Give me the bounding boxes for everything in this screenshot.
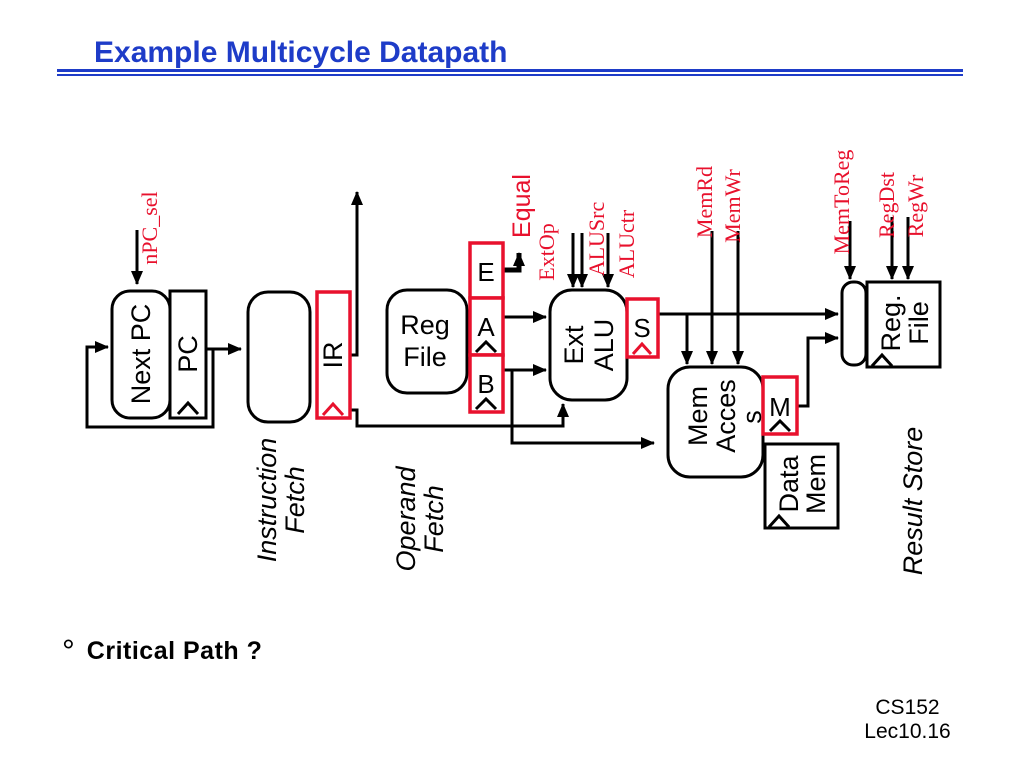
- result-store-label: Result Store: [898, 427, 928, 576]
- pc-feedback-loop: [85, 341, 215, 429]
- ext-alu-label-line1: Ext: [559, 325, 589, 365]
- data-mem-label-line1: Data: [774, 455, 804, 513]
- memtoreg-label: MemToReg: [829, 150, 854, 255]
- bullet-text: Critical Path ?: [86, 637, 263, 665]
- control-signal-labels: nPC_sel Equal ExtOp ALUSrc ALUctr MemRd …: [137, 150, 928, 281]
- instruction-fetch-label-line2: Fetch: [280, 466, 310, 534]
- instruction-memory-block: [246, 290, 312, 424]
- pc-label: PC: [173, 335, 203, 373]
- mem-access-label-line1: Mem: [683, 386, 713, 446]
- mem-access-label-line2: Acces: [711, 379, 741, 453]
- stage-labels: Instruction Fetch Operand Fetch Result S…: [252, 427, 928, 576]
- bullet-line: ° Critical Path ?: [62, 634, 262, 668]
- e-register-label: E: [477, 257, 494, 287]
- reg-file-label-line1: Reg: [400, 310, 450, 340]
- title-underline-bottom: [57, 74, 963, 76]
- footer-lecture: Lec10.16: [864, 720, 951, 743]
- pc-clock-caret: [176, 400, 200, 416]
- equal-out-arrow: [503, 252, 525, 273]
- m-to-mux-wire: [797, 332, 839, 408]
- pc-register: [168, 289, 208, 420]
- ir-register: [315, 290, 352, 420]
- data-mem-clock-caret: [767, 513, 791, 529]
- m-clock-caret: [768, 418, 792, 433]
- b-to-mem-arrow: [510, 370, 655, 449]
- footer-course: CS152: [875, 696, 940, 719]
- slide-title: Example Multicycle Datapath: [94, 36, 508, 69]
- a-clock-caret: [474, 339, 498, 354]
- npc-sel-label: nPC_sel: [137, 191, 162, 264]
- ir-up-arrow: [350, 191, 363, 357]
- reg-file-label-line2: File: [403, 342, 447, 372]
- extop-label: ExtOp: [534, 223, 559, 280]
- a-register-label: A: [477, 312, 495, 342]
- aluctr-label: ALUctr: [614, 209, 639, 278]
- operand-fetch-label-line2: Fetch: [419, 485, 449, 553]
- memrd-label: MemRd: [692, 166, 717, 238]
- ir-label: IR: [318, 342, 348, 369]
- reg-file-wb-label-line2: File: [904, 301, 934, 345]
- next-pc-label: Next PC: [126, 304, 156, 405]
- bullet-marker: °: [62, 633, 75, 669]
- a-register: [468, 296, 505, 357]
- s-register: [625, 297, 660, 359]
- data-mem-block: [763, 442, 840, 530]
- regdst-label: RegDst: [874, 172, 899, 238]
- memwr-label: MemWr: [720, 169, 745, 243]
- data-mem-label-line2: Mem: [801, 454, 831, 514]
- slide-footer: CS152 Lec10.16: [845, 696, 970, 744]
- operand-fetch-label-line1: Operand: [391, 465, 421, 571]
- title-underline-top: [57, 69, 963, 72]
- mem-access-label-line3: s: [737, 410, 767, 424]
- wires: [85, 191, 914, 449]
- reg-file-block: [385, 288, 469, 395]
- b-register-label: B: [477, 369, 494, 399]
- equal-label: Equal: [508, 174, 536, 238]
- reg-file-wb-clock-caret: [870, 352, 894, 368]
- instruction-fetch-label-line1: Instruction: [252, 438, 282, 563]
- ext-alu-label-line2: ALU: [589, 319, 619, 372]
- s-register-label: S: [633, 313, 650, 343]
- s-clock-caret: [631, 341, 653, 356]
- m-register: [761, 375, 799, 436]
- m-register-label: M: [769, 392, 791, 422]
- ir-clock-caret: [321, 401, 345, 417]
- b-register: [468, 353, 505, 414]
- e-register: [468, 241, 505, 300]
- reg-file-wb-label-line1: Reg.: [876, 294, 906, 351]
- alusrc-label: ALUSrc: [584, 201, 609, 276]
- blocks: Next PC PC IR Reg File E A B: [110, 241, 942, 530]
- writeback-mux: [840, 280, 868, 367]
- reg-file-wb-block: [865, 280, 942, 369]
- b-clock-caret: [474, 396, 498, 411]
- regwr-label: RegWr: [903, 174, 928, 237]
- ir-to-ext-arrow: [350, 403, 569, 428]
